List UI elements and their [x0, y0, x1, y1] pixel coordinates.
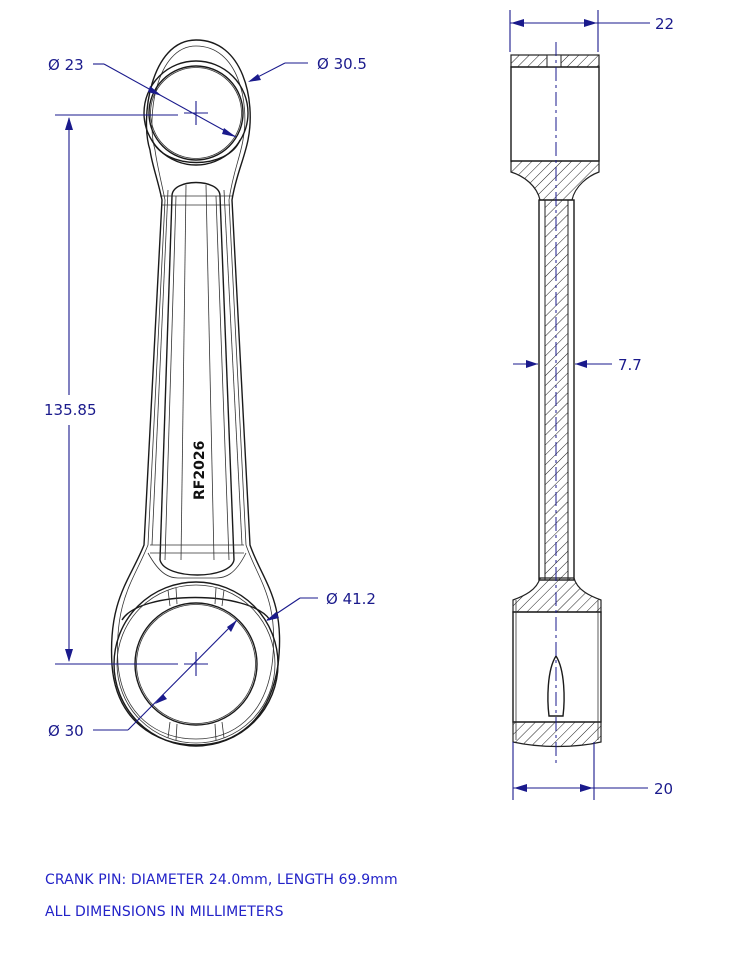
ibeam-top-arch: [171, 181, 221, 197]
side-view: 22 7.7 20: [509, 10, 674, 800]
center-distance-label: 135.85: [44, 401, 97, 419]
small-end-bore-label: Ø 23: [48, 56, 84, 74]
small-end-outer-ring: [143, 60, 249, 166]
big-end-bore-label: Ø 30: [48, 722, 84, 740]
rod-body-outline: [110, 39, 281, 746]
dim-shank-thickness: 7.7: [513, 356, 642, 374]
dim-big-end-width: 20: [512, 742, 673, 800]
dim-big-end-bore: Ø 30: [48, 619, 238, 740]
dim-big-end-outer: Ø 41.2: [266, 590, 376, 621]
dim-small-end-width: 22: [509, 10, 674, 52]
part-number-label: RF2026: [192, 441, 208, 500]
small-end-bore-section: [510, 66, 600, 162]
big-end-center-mark: [184, 652, 208, 676]
ibeam-right-rail: [219, 195, 235, 561]
big-end-width-label: 20: [654, 780, 673, 798]
big-end-cap-section: [512, 721, 602, 748]
dim-small-end-outer: Ø 30.5: [248, 55, 367, 82]
rod-body-inner-outline: [117, 45, 275, 740]
small-end-lower-arc: [151, 139, 241, 164]
small-end-web-section: [510, 160, 600, 201]
shank-thickness-label: 7.7: [618, 356, 642, 374]
note-crank-pin: CRANK PIN: DIAMETER 24.0mm, LENGTH 69.9m…: [45, 872, 398, 888]
front-view: RF2026 Ø 23 Ø 30.5 135.85: [44, 39, 376, 747]
big-end-web-section: [512, 577, 602, 613]
small-end-bore: [148, 65, 244, 161]
ibeam-bottom-arch: [159, 559, 235, 576]
dim-small-end-bore: Ø 23: [48, 56, 237, 138]
dim-center-distance: 135.85: [44, 114, 178, 665]
small-end-center-mark: [184, 101, 208, 125]
small-end-outer-label: Ø 30.5: [317, 55, 367, 73]
big-end-bore-section: [512, 611, 602, 723]
oil-slot: [547, 654, 565, 717]
note-units: ALL DIMENSIONS IN MILLIMETERS: [45, 904, 284, 920]
ibeam-left-rail: [159, 195, 173, 561]
big-end-outer-label: Ø 41.2: [326, 590, 376, 608]
small-end-width-label: 22: [655, 15, 674, 33]
